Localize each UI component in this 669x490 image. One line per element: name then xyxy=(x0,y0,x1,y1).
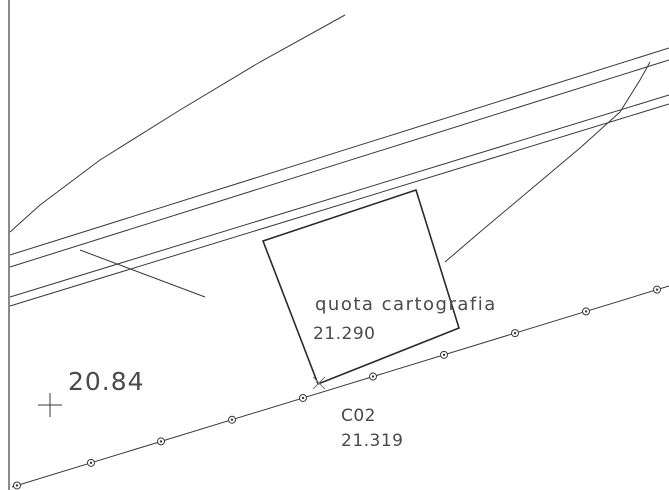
survey-point-icon[interactable] xyxy=(582,307,590,316)
survey-point-icon[interactable] xyxy=(440,350,448,359)
road-edge-3 xyxy=(9,94,669,298)
road-edge-4 xyxy=(9,103,669,307)
survey-point-icon[interactable] xyxy=(157,437,165,446)
corner-marker-icon xyxy=(312,376,326,390)
road-edge-1 xyxy=(9,47,669,256)
road-edge-2 xyxy=(9,59,669,268)
point-code: C02 xyxy=(341,406,376,426)
survey-points xyxy=(13,285,661,490)
survey-value: 21.290 xyxy=(313,324,375,344)
survey-point-icon[interactable] xyxy=(228,415,236,424)
spot-elevation-label: 20.84 xyxy=(68,367,145,396)
building-outline[interactable] xyxy=(261,188,460,386)
survey-point-icon[interactable] xyxy=(369,372,377,381)
survey-point-icon[interactable] xyxy=(511,329,519,338)
boundary-line-short xyxy=(79,249,206,298)
survey-point-icon[interactable] xyxy=(13,481,21,490)
point-value: 21.319 xyxy=(341,431,403,451)
survey-point-icon[interactable] xyxy=(299,393,307,402)
survey-line xyxy=(11,285,669,488)
survey-label: quota cartografia xyxy=(315,294,497,315)
survey-point-icon[interactable] xyxy=(87,458,95,467)
contour-line-right xyxy=(444,61,651,263)
survey-point-icon[interactable] xyxy=(653,285,661,294)
crosshair-icon xyxy=(38,393,62,417)
contour-line-upper xyxy=(9,14,346,233)
